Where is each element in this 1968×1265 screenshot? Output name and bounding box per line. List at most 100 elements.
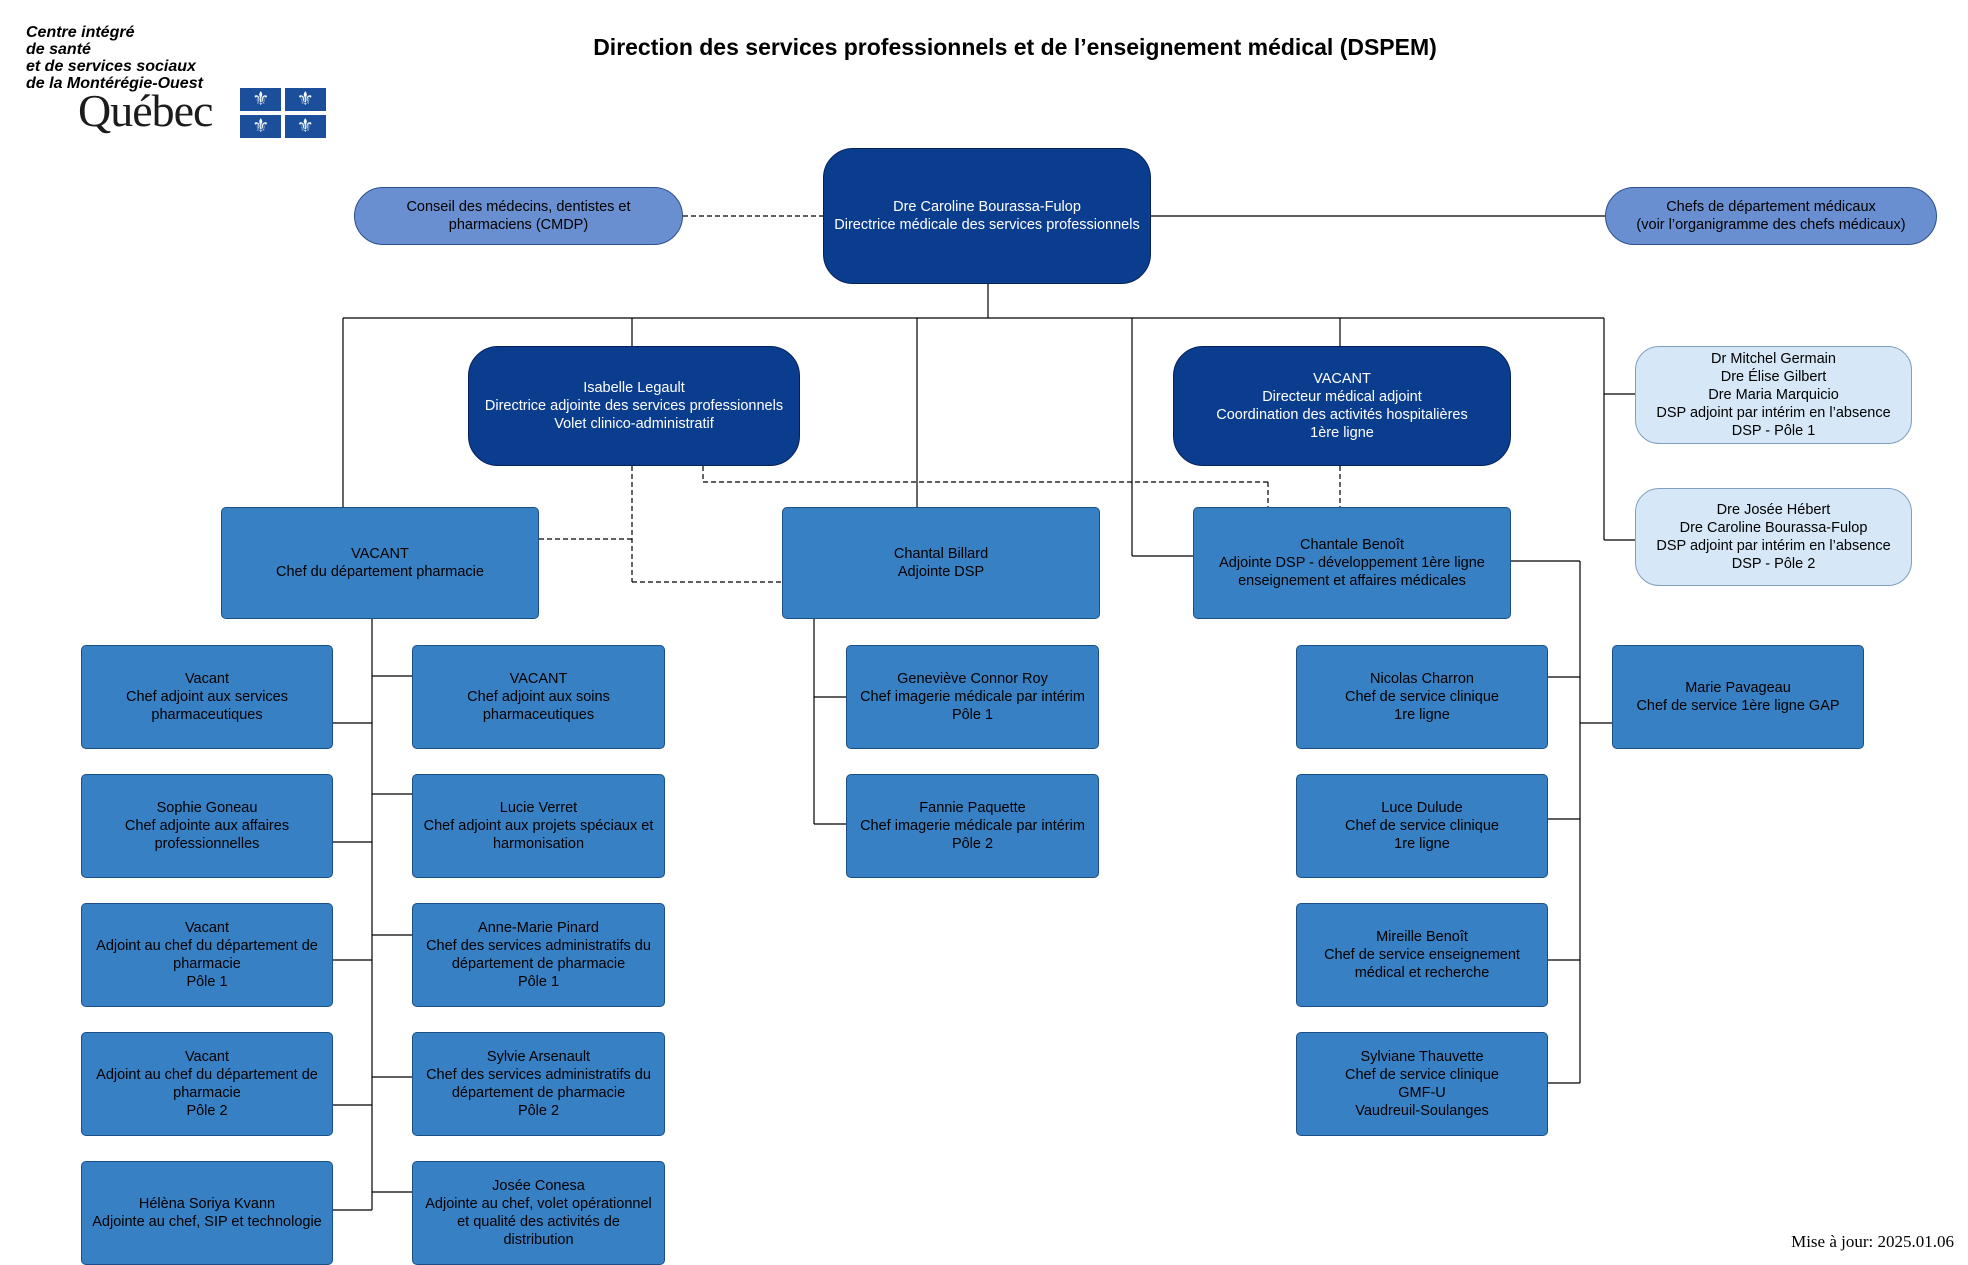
box-text-line: Dre Maria Marquicio xyxy=(1708,387,1839,403)
box-text-line: 1re ligne xyxy=(1394,836,1450,852)
box-text-line: Vacant xyxy=(184,920,230,936)
box-text-line: pharmaceutiques xyxy=(482,707,595,723)
box-text-line: Vacant xyxy=(184,671,230,687)
box-text-line: Directrice médicale des services profess… xyxy=(834,217,1140,233)
box-text-line: Coordination des activités hospitalières xyxy=(1216,407,1468,423)
quebec-wordmark: Québec xyxy=(78,85,213,136)
box-text-line: pharmacie xyxy=(173,956,241,972)
box-text-line: Vaudreuil-Soulanges xyxy=(1355,1103,1489,1119)
box-text-line: Chef de service 1ère ligne GAP xyxy=(1636,698,1840,714)
box-text-line: Pôle 1 xyxy=(517,974,560,990)
box-text-line: Adjointe au chef, SIP et technologie xyxy=(92,1214,322,1230)
box-text-line: VACANT xyxy=(509,671,568,687)
box-text-line: VACANT xyxy=(351,546,409,562)
box-text-line: Geneviève Connor Roy xyxy=(897,671,1048,687)
box-text-line: DSP adjoint par intérim en l’absence xyxy=(1656,405,1891,421)
box-text-line: Hélèna Soriya Kvann xyxy=(138,1196,276,1212)
box-text-line: Conseil des médecins, dentistes et xyxy=(406,199,631,215)
box-text-line: Luce Dulude xyxy=(1381,800,1463,816)
box-text-line: Mireille Benoît xyxy=(1376,929,1468,945)
box-cmdp: Conseil des médecins, dentistes et pharma… xyxy=(354,187,683,245)
box-text-line: Pôle 2 xyxy=(186,1103,228,1119)
box-text-line: Adjointe DSP - développement 1ère ligne xyxy=(1219,555,1485,571)
box-text-line: Dre Caroline Bourassa-Fulop xyxy=(893,199,1081,215)
box-text-line: DSP adjoint par intérim en l’absence xyxy=(1656,538,1891,554)
box-text-line: Marie Pavageau xyxy=(1685,680,1791,696)
box-text-line: harmonisation xyxy=(492,836,585,852)
box-text-line: 1ère ligne xyxy=(1310,425,1374,441)
box-text-line: Chef de service clinique xyxy=(1345,818,1499,834)
box-text-line: médical et recherche xyxy=(1354,965,1490,981)
box-text-line: Adjoint au chef du département de xyxy=(96,938,318,954)
box-text-line: Dr Mitchel Germain xyxy=(1711,351,1836,367)
box-text-line: Sylviane Thauvette xyxy=(1360,1049,1484,1065)
box-text-line: Pôle 2 xyxy=(517,1103,560,1119)
box-text-line: Nicolas Charron xyxy=(1370,671,1474,687)
update-date: Mise à jour: 2025.01.06 xyxy=(1791,1232,1954,1251)
box-text-line: Chef adjoint aux soins xyxy=(467,689,610,705)
box-text-line: VACANT xyxy=(1313,371,1371,387)
box-text-line: et qualité des activités de xyxy=(457,1214,620,1230)
box-text-line: 1re ligne xyxy=(1394,707,1450,723)
logo-line: de santé xyxy=(26,41,91,58)
box-text-line: Chef adjoint aux projets spéciaux et xyxy=(423,818,654,834)
box-text-line: Pôle 1 xyxy=(951,707,994,723)
box-text-line: Chef imagerie médicale par intérim xyxy=(860,689,1085,705)
box-text-line: Adjointe DSP xyxy=(897,564,985,580)
box-text-line: Chef des services administratifs du xyxy=(426,938,651,954)
box-text-line: Chef du département pharmacie xyxy=(276,564,484,580)
box-text-line: Chef de service clinique xyxy=(1345,1067,1499,1083)
cisss-logo: Centre intégré de santé et de services s… xyxy=(26,24,326,138)
box-text-line: Adjoint au chef du département de xyxy=(96,1067,318,1083)
box-text-line: pharmaciens (CMDP) xyxy=(448,217,589,233)
logo-line: Centre intégré xyxy=(26,24,135,41)
box-text-line: Directrice adjointe des services profess… xyxy=(484,398,784,414)
box-text-line: Dre Caroline Bourassa-Fulop xyxy=(1679,520,1868,536)
logo-line: de la Montérégie-Ouest xyxy=(26,75,203,92)
page-title: Direction des services professionnels et… xyxy=(593,34,1437,60)
box-text-line: Fannie Paquette xyxy=(919,800,1026,816)
box-text-line: département de pharmacie xyxy=(451,956,626,972)
box-text-line: pharmacie xyxy=(173,1085,241,1101)
box-text-line: Directeur médical adjoint xyxy=(1262,389,1422,405)
logo-line: et de services sociaux xyxy=(26,58,196,75)
box-text-line: Chef de service enseignement xyxy=(1324,947,1520,963)
box-text-line: Sylvie Arsenault xyxy=(486,1049,591,1065)
box-chef-departement-pharmacie: VACANT Chef du département pharmacie xyxy=(221,507,539,619)
logo-text: Centre intégré de santé et de services s… xyxy=(26,24,203,92)
box-pharmacie-droite: VACANT Chef adjoint aux soins pharmaceutiq… xyxy=(412,645,665,749)
box-text-line: DSP - Pôle 1 xyxy=(1731,423,1816,439)
box-text-line: Chef adjoint aux services xyxy=(126,689,288,705)
box-text-line: Chef imagerie médicale par intérim xyxy=(860,818,1085,834)
box-text-line: pharmaceutiques xyxy=(151,707,263,723)
box-text-line: Chefs de département médicaux xyxy=(1666,199,1876,215)
box-text-line: Lucie Verret xyxy=(499,800,578,816)
quebec-flag-icon: ⚜⚜⚜⚜ xyxy=(240,88,326,138)
box-text-line: Pôle 2 xyxy=(951,836,994,852)
box-text-line: Chef de service clinique xyxy=(1345,689,1499,705)
box-text-line: département de pharmacie xyxy=(451,1085,626,1101)
box-text-line: DSP - Pôle 2 xyxy=(1731,556,1816,572)
box-chefs-departement: Chefs de département médicaux (voir l’org… xyxy=(1605,187,1937,245)
box-text-line: Sophie Goneau xyxy=(156,800,258,816)
box-text-line: distribution xyxy=(503,1232,574,1248)
box-text-line: (voir l’organigramme des chefs médicaux) xyxy=(1636,217,1906,233)
box-text-line: enseignement et affaires médicales xyxy=(1238,573,1466,589)
